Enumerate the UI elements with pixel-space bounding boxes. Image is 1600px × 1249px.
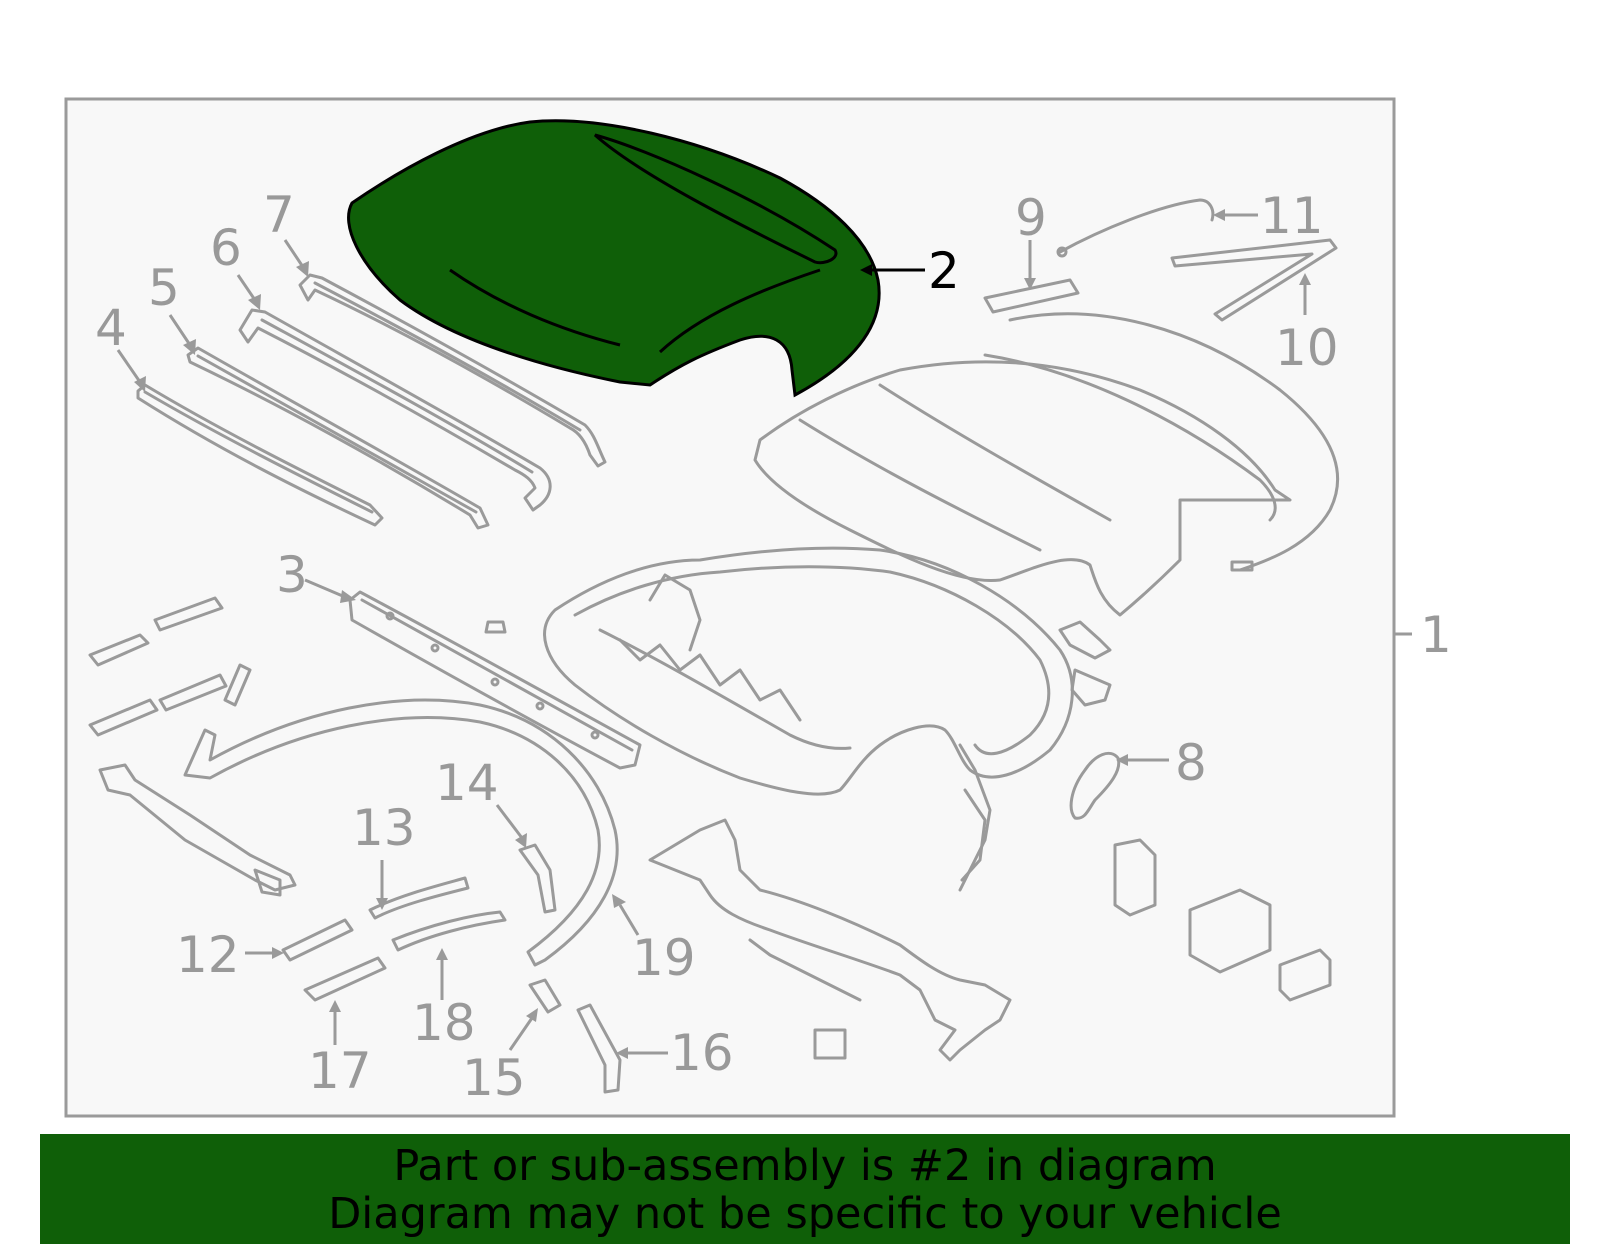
part-19-side-rail[interactable] bbox=[183, 698, 619, 967]
part-15-clip[interactable] bbox=[528, 978, 562, 1014]
callout-2[interactable]: 2 bbox=[928, 242, 960, 300]
banner-disclaimer: Diagram may not be specific to your vehi… bbox=[328, 1189, 1282, 1239]
right-side-block-3 bbox=[1278, 948, 1332, 1002]
callout-17: 17 bbox=[308, 1042, 372, 1100]
part-14-trim[interactable] bbox=[518, 843, 557, 914]
left-latch-pieces bbox=[88, 596, 252, 737]
part-12-trim[interactable] bbox=[281, 918, 354, 962]
callout-8: 8 bbox=[1175, 734, 1207, 792]
part-11-cable[interactable] bbox=[1056, 198, 1215, 258]
part-10-trim-strip[interactable] bbox=[1170, 238, 1338, 322]
callout-14: 14 bbox=[435, 754, 499, 812]
callout-5: 5 bbox=[148, 259, 180, 317]
callout-13: 13 bbox=[352, 799, 416, 857]
callout-4: 4 bbox=[95, 299, 127, 357]
left-linkage bbox=[98, 763, 297, 897]
part-7-seal-strip[interactable] bbox=[298, 273, 607, 468]
part-4-seal-strip[interactable] bbox=[136, 383, 384, 527]
right-side-block-1 bbox=[1113, 838, 1157, 917]
part-1-top-frame-assembly[interactable] bbox=[543, 546, 1074, 892]
bracket-upper-right bbox=[1058, 620, 1112, 707]
part-2-roof-panel[interactable] bbox=[347, 119, 881, 398]
leader-lines bbox=[116, 209, 1412, 1059]
info-banner: Part or sub-assembly is #2 in diagram Di… bbox=[40, 1134, 1570, 1244]
callout-12: 12 bbox=[176, 926, 240, 984]
callout-16: 16 bbox=[670, 1024, 734, 1082]
callout-1: 1 bbox=[1420, 606, 1452, 664]
callout-19: 19 bbox=[632, 929, 696, 987]
part-6-seal-strip[interactable] bbox=[238, 308, 552, 512]
rear-cable bbox=[1008, 312, 1340, 572]
part-3-header-bow[interactable] bbox=[348, 590, 642, 770]
part-16-bracket[interactable] bbox=[576, 1003, 622, 1094]
part-8-bracket[interactable] bbox=[1069, 751, 1121, 820]
right-side-block-2 bbox=[1188, 888, 1272, 974]
part-18-trim[interactable] bbox=[391, 910, 507, 952]
hydraulic-line-assembly bbox=[648, 818, 1012, 1062]
banner-part-note: Part or sub-assembly is #2 in diagram bbox=[393, 1141, 1217, 1191]
part-13-trim[interactable] bbox=[368, 876, 470, 920]
grommet bbox=[484, 620, 507, 634]
callout-11: 11 bbox=[1260, 187, 1324, 245]
part-17-trim[interactable] bbox=[303, 956, 387, 1002]
callout-15: 15 bbox=[462, 1049, 526, 1107]
callout-6: 6 bbox=[210, 219, 242, 277]
callout-3: 3 bbox=[276, 546, 308, 604]
callout-9: 9 bbox=[1015, 189, 1047, 247]
part-9-trim-piece[interactable] bbox=[983, 278, 1080, 314]
top-cover-outer bbox=[753, 353, 1292, 617]
part-5-seal-strip[interactable] bbox=[186, 346, 490, 530]
callout-18: 18 bbox=[412, 994, 476, 1052]
callout-7: 7 bbox=[263, 186, 295, 244]
callout-10: 10 bbox=[1275, 319, 1339, 377]
